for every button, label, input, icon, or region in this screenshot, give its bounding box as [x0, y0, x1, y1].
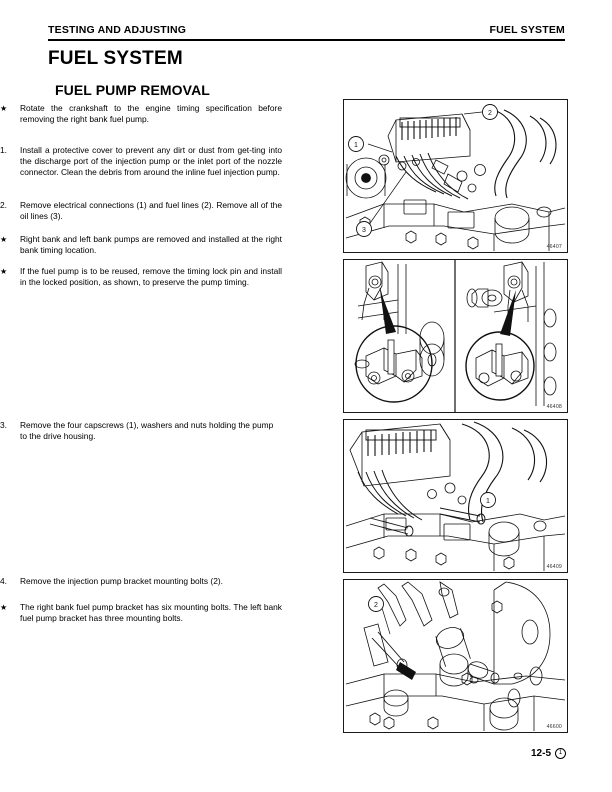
figure-4-drawing: 2 — [345, 581, 566, 731]
svg-text:3: 3 — [362, 227, 366, 234]
figure-1-callout-3: 3 — [356, 221, 372, 237]
content-block-step-4: 4. Remove the injection pump bracket mou… — [0, 576, 282, 587]
running-header: TESTING AND ADJUSTING FUEL SYSTEM — [48, 24, 565, 36]
figure-timing-lock-pin-detail: 46408 — [343, 259, 568, 413]
header-left-title: TESTING AND ADJUSTING — [48, 24, 187, 36]
content-block-star-1: ★ Rotate the crankshaft to the engine ti… — [0, 103, 282, 125]
bullet-star-icon: ★ — [0, 235, 8, 244]
content-block-step-3: 3. Remove the four capscrews (1), washer… — [0, 420, 282, 442]
content-block-text: The right bank fuel pump bracket has six… — [20, 602, 282, 624]
page-footer: 12-5 1 — [531, 748, 566, 759]
content-block-text: Install a protective cover to prevent an… — [20, 145, 282, 178]
chapter-title: FUEL SYSTEM — [48, 48, 183, 69]
content-block-step-2: 2. Remove electrical connections (1) and… — [0, 200, 282, 222]
figure-label: 46408 — [546, 404, 562, 410]
figure-label: 46407 — [546, 244, 562, 250]
header-right-title: FUEL SYSTEM — [489, 24, 565, 36]
step-number: 3. — [0, 420, 7, 430]
figure-3-drawing: 1 — [345, 421, 566, 571]
header-rule — [48, 39, 565, 41]
figure-label: 46409 — [546, 564, 562, 570]
content-block-text: Remove electrical connections (1) and fu… — [20, 200, 282, 222]
content-block-text: Right bank and left bank pumps are remov… — [20, 234, 282, 256]
content-block-text: Rotate the crankshaft to the engine timi… — [20, 103, 282, 125]
step-number: 1. — [0, 145, 7, 155]
svg-text:2: 2 — [488, 110, 492, 117]
svg-text:1: 1 — [354, 142, 358, 149]
figure-label: 46600 — [546, 724, 562, 730]
content-block-star-3: ★ If the fuel pump is to be reused, remo… — [0, 266, 282, 288]
page-number: 12-5 — [530, 748, 551, 759]
step-number: 4. — [0, 576, 7, 586]
step-number: 2. — [0, 200, 7, 210]
figure-1-callout-1: 1 — [348, 136, 364, 152]
svg-text:1: 1 — [486, 498, 490, 505]
figure-4-callout-2: 2 — [368, 596, 384, 612]
figure-injection-pump-connections: 1 2 3 46407 — [343, 99, 568, 253]
figure-1-callout-2: 2 — [482, 104, 498, 120]
bullet-star-icon: ★ — [0, 104, 8, 113]
svg-text:2: 2 — [374, 602, 378, 609]
figure-pump-capscrews: 1 46409 — [343, 419, 568, 573]
revision-mark-icon: 1 — [555, 748, 566, 759]
figure-1-drawing: 1 2 3 — [345, 104, 566, 251]
content-block-text: If the fuel pump is to be reused, remove… — [20, 266, 282, 288]
section-title: FUEL PUMP REMOVAL — [55, 82, 210, 98]
bullet-star-icon: ★ — [0, 267, 8, 276]
bullet-star-icon: ★ — [0, 603, 8, 612]
content-block-step-1: 1. Install a protective cover to prevent… — [0, 145, 282, 179]
content-block-star-4: ★ The right bank fuel pump bracket has s… — [0, 602, 282, 624]
content-block-text: Remove the four capscrews (1), washers a… — [20, 420, 274, 442]
figure-2-drawing — [354, 260, 557, 412]
content-block-star-2: ★ Right bank and left bank pumps are rem… — [0, 234, 282, 256]
figure-3-callout-1: 1 — [480, 492, 496, 508]
figure-pump-bracket-bolts: 2 46600 — [343, 579, 568, 733]
content-block-text: Remove the injection pump bracket mounti… — [20, 576, 223, 586]
